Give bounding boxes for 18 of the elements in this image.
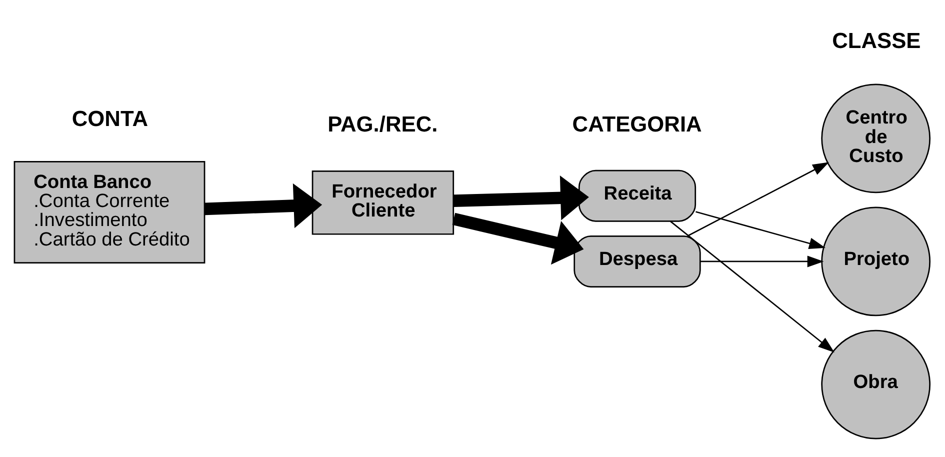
arrow bbox=[696, 210, 826, 248]
arrow bbox=[700, 255, 824, 267]
node-box: Receita bbox=[578, 169, 696, 222]
label: CATEGORIA bbox=[572, 110, 702, 136]
label: CONTA bbox=[72, 105, 148, 130]
arrow bbox=[687, 162, 830, 236]
node-box: Conta Banco .Conta Corrente .Investimento .Cartão de Crédito bbox=[14, 160, 206, 264]
arrow bbox=[452, 212, 584, 264]
node-box: Despesa bbox=[574, 235, 701, 287]
arrow bbox=[204, 182, 322, 228]
arrow bbox=[670, 220, 834, 352]
node-circle: Obra bbox=[821, 329, 931, 439]
arrow bbox=[454, 175, 589, 220]
label: PAG./REC. bbox=[328, 110, 438, 136]
node-circle: Centro de Custo bbox=[821, 83, 931, 193]
node-box: Fornecedor Cliente bbox=[312, 170, 454, 234]
node-circle: Projeto bbox=[821, 206, 931, 316]
label: CLASSE bbox=[832, 27, 921, 52]
